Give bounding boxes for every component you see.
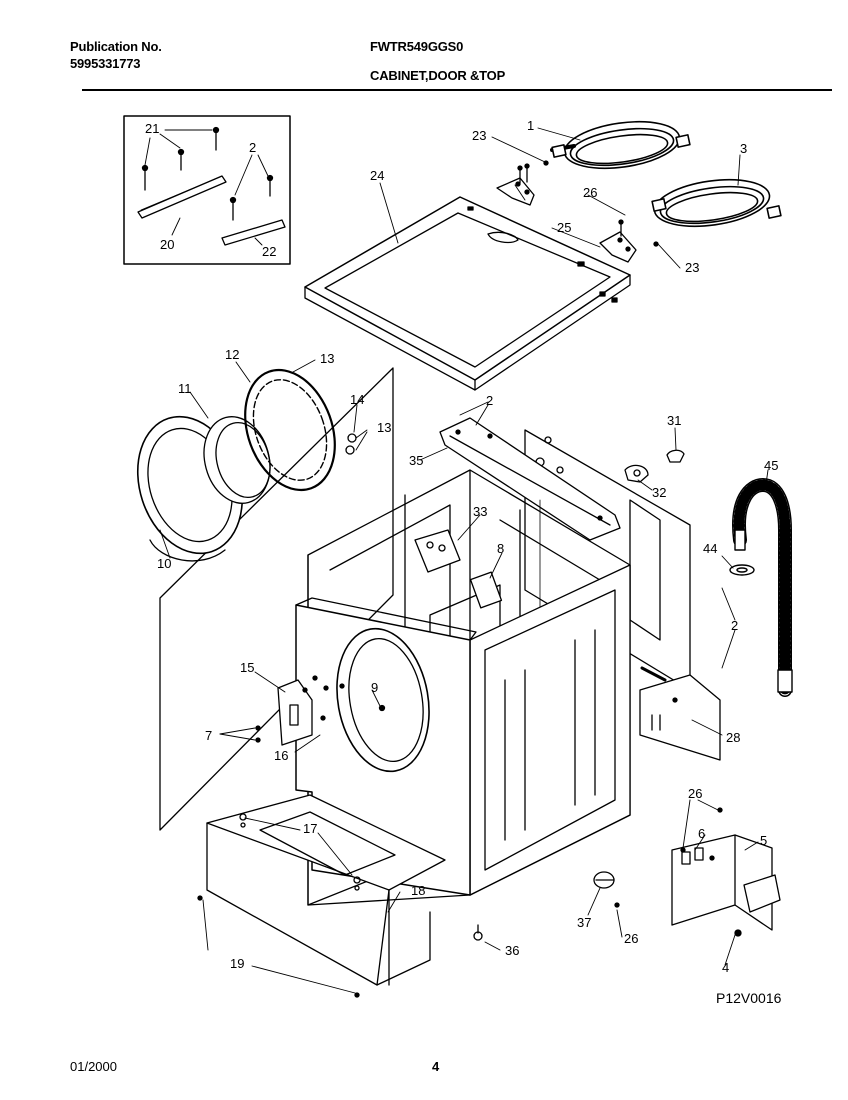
- mounting-bracket-inset: [123, 115, 291, 265]
- callout-label: 11: [178, 381, 192, 396]
- top-rail: [439, 417, 621, 541]
- callout-label: 8: [497, 541, 504, 556]
- callout-label: 18: [411, 883, 425, 898]
- callout-label: 13: [320, 351, 334, 366]
- door-assembly: [136, 367, 394, 831]
- callout-numbers: 21 2 20 22 23 1 3 24 26 25 23 12 13 11 1…: [145, 118, 778, 975]
- callout-label: 24: [370, 168, 384, 183]
- callout-label: 28: [726, 730, 740, 745]
- callout-label: 35: [409, 453, 423, 468]
- callout-label: 14: [350, 392, 364, 407]
- callout-label: 7: [205, 728, 212, 743]
- callout-label: 36: [505, 943, 519, 958]
- rear-mounting-plate: [639, 674, 721, 761]
- callout-label: 2: [249, 140, 256, 155]
- inlet-hoses: [550, 120, 782, 228]
- callout-label: 22: [262, 244, 276, 259]
- callout-label: 3: [740, 141, 747, 156]
- callout-label: 26: [583, 185, 597, 200]
- callout-leader-lines: [144, 127, 769, 994]
- callout-label: 20: [160, 237, 174, 252]
- callout-label: 6: [698, 826, 705, 841]
- callout-label: 23: [472, 128, 486, 143]
- section-title: CABINET,DOOR &TOP: [370, 68, 506, 83]
- callout-label: 1: [527, 118, 534, 133]
- callout-label: 5: [760, 833, 767, 848]
- water-valve: [414, 529, 503, 609]
- callout-label: 26: [688, 786, 702, 801]
- callout-label: 9: [371, 680, 378, 695]
- footer-date: 01/2000: [70, 1059, 117, 1074]
- callout-label: 37: [577, 915, 591, 930]
- control-board: [671, 834, 781, 937]
- publication-label: Publication No.: [70, 39, 162, 54]
- cabinet-top-panel: [304, 196, 631, 391]
- callout-label: 13: [377, 420, 391, 435]
- model-number: FWTR549GGS0: [370, 39, 464, 54]
- callout-label: 32: [652, 485, 666, 500]
- callout-label: 23: [685, 260, 699, 275]
- callout-label: 26: [624, 931, 638, 946]
- callout-label: 33: [473, 504, 487, 519]
- callout-label: 21: [145, 121, 159, 136]
- callout-label: 16: [274, 748, 288, 763]
- callout-label: 15: [240, 660, 254, 675]
- callout-label: 4: [722, 960, 729, 975]
- cabinet-side-panel: [469, 564, 631, 896]
- callout-label: 2: [486, 393, 493, 408]
- callout-label: 17: [303, 821, 317, 836]
- callout-label: 12: [225, 347, 239, 362]
- callout-label: 2: [731, 618, 738, 633]
- callout-label: 19: [230, 956, 244, 971]
- publication-number: 5995331773: [70, 56, 141, 71]
- top-brackets: [496, 160, 659, 263]
- drain-hose: [729, 478, 793, 697]
- callout-label: 44: [703, 541, 717, 556]
- callout-label: 45: [764, 458, 778, 473]
- page-number: 4: [432, 1059, 440, 1074]
- header-rule: [82, 89, 832, 91]
- diagram-code: P12V0016: [716, 990, 782, 1006]
- callout-label: 31: [667, 413, 681, 428]
- callout-label: 10: [157, 556, 171, 571]
- callout-label: 25: [557, 220, 571, 235]
- door-hinge: [277, 675, 329, 746]
